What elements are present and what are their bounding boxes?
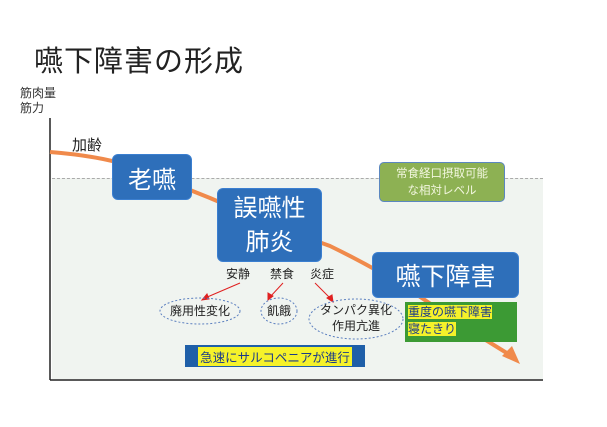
level-line-1: 常食経口摂取可能 bbox=[396, 166, 488, 180]
outcome-box: 重度の嚥下障害 寝たきり bbox=[405, 302, 517, 342]
ellipse-catabolism bbox=[308, 298, 404, 340]
ellipse-disuse bbox=[159, 297, 241, 325]
cause-inflammation: 炎症 bbox=[310, 267, 335, 281]
catabolism-line-1: タンパク異化 bbox=[319, 303, 392, 317]
level-line-2: な相対レベル bbox=[407, 183, 477, 197]
outcome-severe-dysphagia: 重度の嚥下障害 bbox=[408, 305, 493, 319]
arrowhead bbox=[326, 294, 334, 304]
stage-dysphagia: 嚥下障害 bbox=[372, 252, 519, 298]
effect-starvation: 飢餓 bbox=[266, 304, 291, 318]
ellipse-starvation bbox=[260, 297, 298, 325]
curve-arrowhead bbox=[502, 346, 520, 364]
oral-intake-level-box: 常食経口摂取可能な相対レベル bbox=[379, 162, 505, 202]
arrow-inflammation bbox=[314, 282, 332, 300]
pneumonia-line-1: 誤嚥性 bbox=[233, 194, 306, 222]
arrow-fasting bbox=[269, 282, 284, 298]
aging-label: 加齢 bbox=[72, 136, 103, 154]
stage-rouen: 老嚥 bbox=[112, 154, 192, 200]
outcome-bedridden: 寝たきり bbox=[408, 322, 457, 336]
effect-catabolism: タンパク異化作用亢進 bbox=[309, 302, 403, 334]
y-axis-label: 筋肉量 筋力 bbox=[20, 86, 56, 116]
arrow-rest bbox=[204, 282, 241, 299]
slide-title: 嚥下障害の形成 bbox=[34, 44, 245, 78]
y-label-muscle-mass: 筋肉量 bbox=[20, 86, 57, 100]
stage-aspiration-pneumonia: 誤嚥性肺炎 bbox=[217, 188, 322, 262]
effect-disuse: 廃用性変化 bbox=[169, 304, 230, 318]
sarcopenia-text: 急速にサルコペニアが進行 bbox=[198, 346, 352, 366]
cause-rest: 安静 bbox=[226, 267, 251, 281]
arrowhead bbox=[267, 292, 274, 302]
arrowhead bbox=[200, 293, 210, 301]
y-label-muscle-strength: 筋力 bbox=[20, 101, 45, 115]
cause-fasting: 禁食 bbox=[270, 267, 295, 281]
catabolism-line-2: 作用亢進 bbox=[331, 319, 380, 333]
sarcopenia-box: 急速にサルコペニアが進行 bbox=[185, 345, 365, 367]
pneumonia-line-2: 肺炎 bbox=[245, 228, 294, 256]
